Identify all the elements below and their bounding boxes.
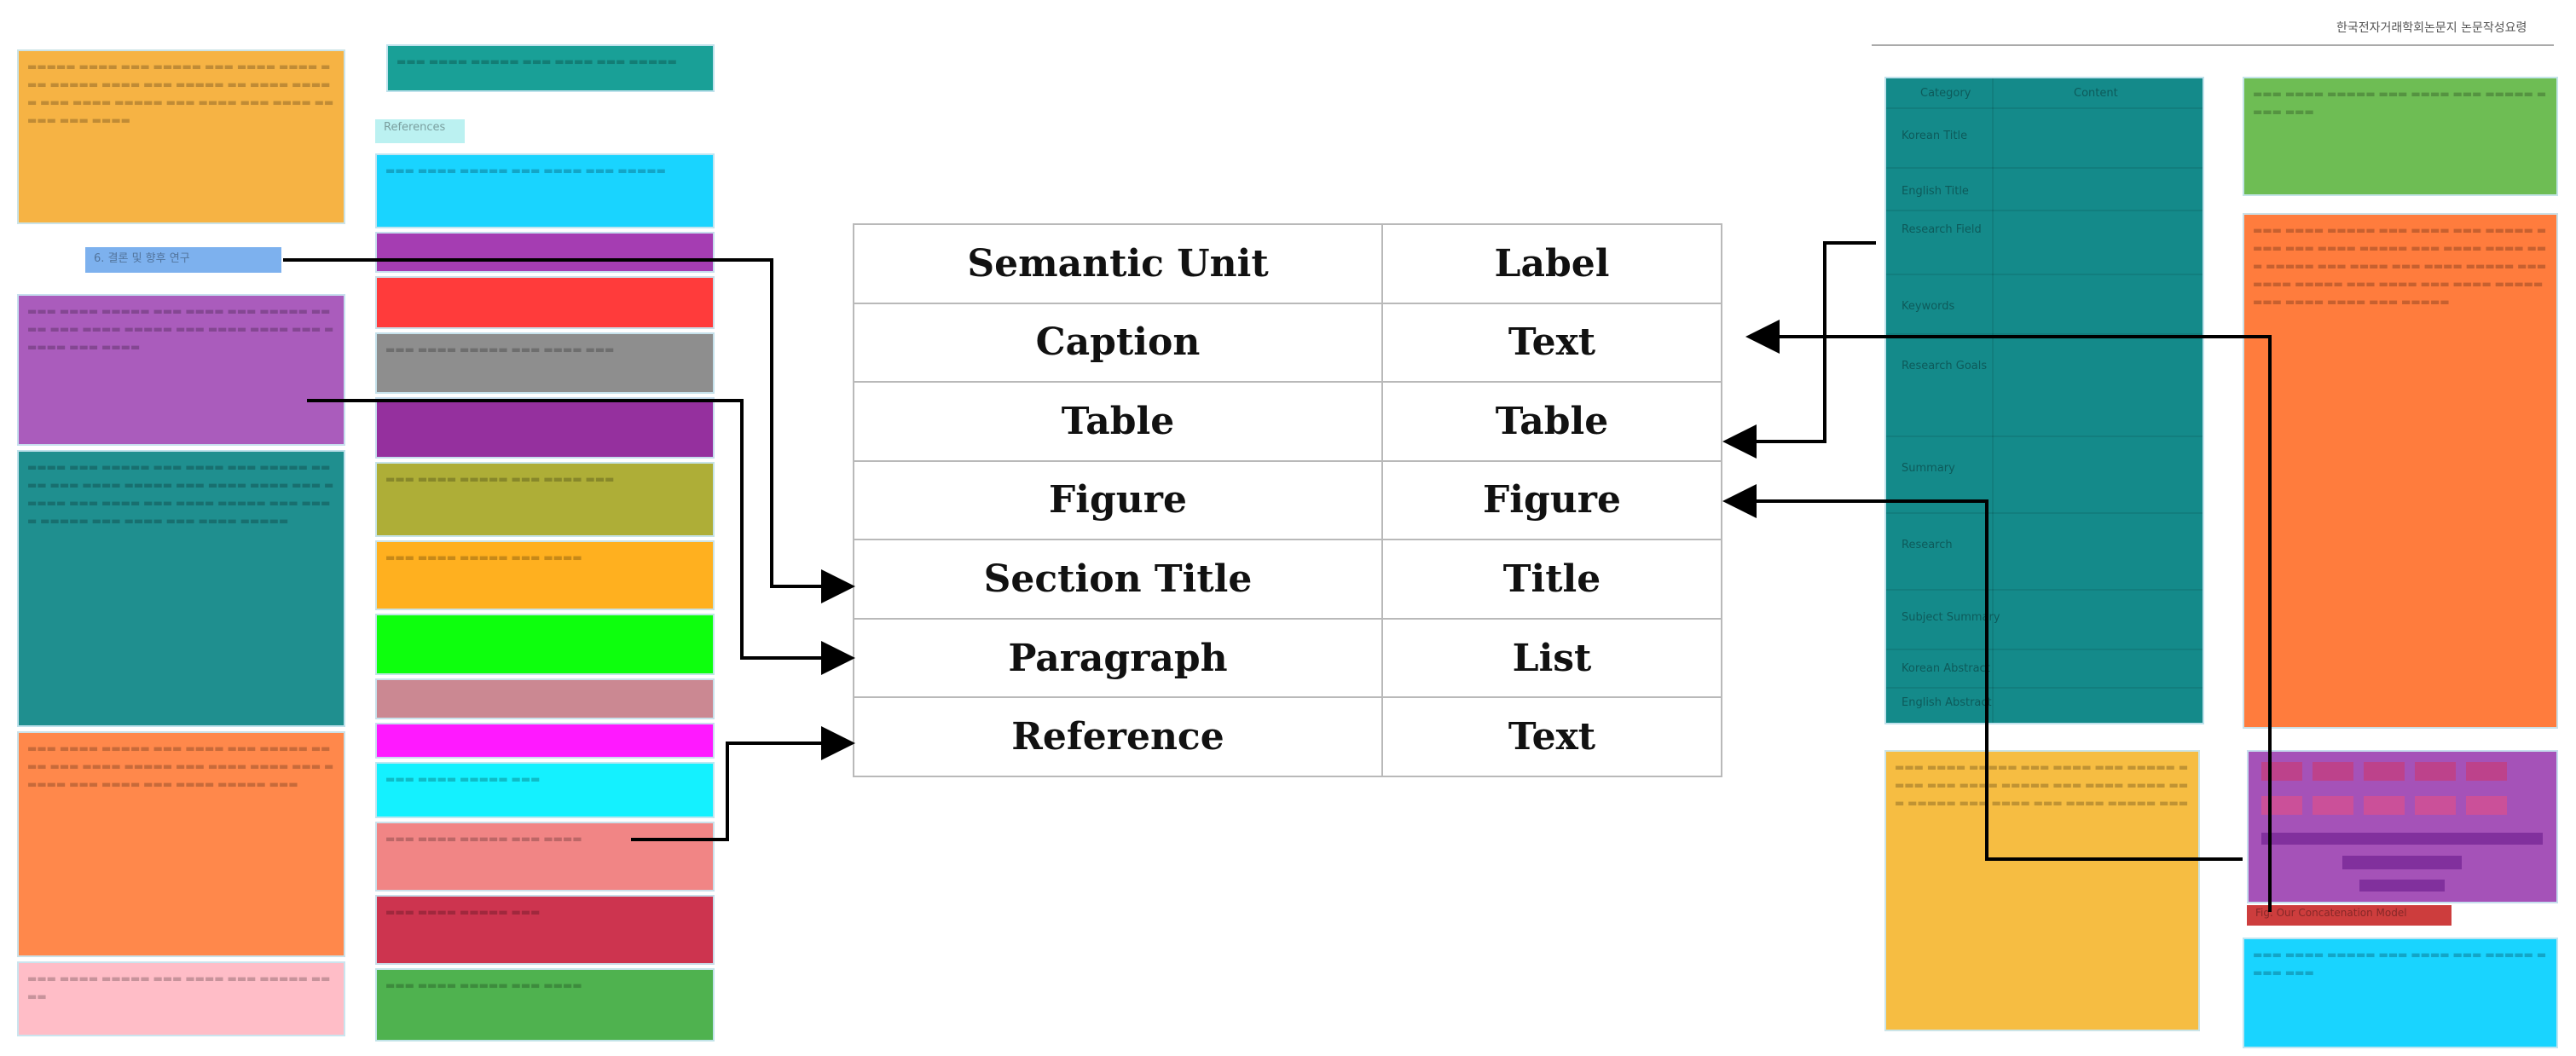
- reference-block: ▬▬▬ ▬▬▬▬ ▬▬▬▬▬ ▬▬▬ ▬▬▬▬: [375, 822, 715, 892]
- row-label: Table: [1381, 381, 1722, 462]
- semantic-label-mapping-table: Semantic Unit Label Caption Text Table T…: [853, 223, 1722, 777]
- reference-block: [375, 397, 715, 459]
- references-heading: References: [375, 119, 465, 143]
- row-label: List: [1381, 617, 1722, 699]
- reference-block: [375, 232, 715, 273]
- header-label: Label: [1381, 223, 1722, 304]
- row-label: Text: [1381, 302, 1722, 384]
- section-title-block: 6. 결론 및 향후 연구: [85, 247, 281, 273]
- reference-block: [375, 723, 715, 759]
- figure-diagram: [2261, 762, 2543, 892]
- row-label: Title: [1381, 539, 1722, 620]
- embedded-table-rowhead: Korean Title: [1902, 130, 1968, 142]
- row-semantic-unit: Section Title: [853, 539, 1383, 620]
- arrow-reference: [631, 726, 855, 841]
- paragraph-block: ▬▬▬ ▬▬▬▬ ▬▬▬▬▬ ▬▬▬ ▬▬▬▬ ▬▬▬ ▬▬▬▬▬ ▬▬▬▬: [17, 961, 345, 1036]
- reference-block: [375, 678, 715, 719]
- row-label: Figure: [1381, 459, 1722, 541]
- arrow-section-title: [283, 258, 855, 603]
- reference-block: ▬▬▬ ▬▬▬▬ ▬▬▬▬▬ ▬▬▬: [375, 895, 715, 965]
- paragraph-block: ▬▬▬▬ ▬▬▬ ▬▬▬▬▬ ▬▬▬ ▬▬▬▬ ▬▬▬ ▬▬▬▬▬ ▬▬▬▬ ▬…: [17, 450, 345, 727]
- arrow-figure: [1722, 484, 2243, 861]
- paragraph-block: ▬▬▬ ▬▬▬▬ ▬▬▬▬▬ ▬▬▬ ▬▬▬▬ ▬▬▬ ▬▬▬▬▬ ▬▬▬▬ ▬…: [2243, 77, 2558, 196]
- row-semantic-unit: Caption: [853, 302, 1383, 384]
- paragraph-block: ▬▬▬▬▬ ▬▬▬▬ ▬▬▬ ▬▬▬▬▬ ▬▬▬ ▬▬▬▬ ▬▬▬▬ ▬▬▬ ▬…: [17, 49, 345, 224]
- table-header-row: Semantic Unit Label: [853, 223, 1722, 304]
- table-row: Table Table: [853, 381, 1722, 462]
- paragraph-block: ▬▬▬ ▬▬▬▬ ▬▬▬▬▬ ▬▬▬ ▬▬▬▬ ▬▬▬ ▬▬▬▬▬ ▬▬▬▬ ▬…: [2243, 938, 2558, 1048]
- reference-block: ▬▬▬ ▬▬▬▬ ▬▬▬▬▬ ▬▬▬ ▬▬▬▬ ▬▬▬: [375, 332, 715, 394]
- table-row: Reference Text: [853, 696, 1722, 777]
- embedded-table-rowhead: English Abstract: [1902, 696, 1992, 709]
- journal-header: 한국전자거래학회논문지 논문작성요령: [2336, 21, 2527, 35]
- figure-block: [2247, 750, 2558, 903]
- reference-block: [375, 614, 715, 675]
- embedded-table-rowhead: Keywords: [1902, 300, 1955, 313]
- reference-block: ▬▬▬ ▬▬▬▬ ▬▬▬▬▬ ▬▬▬ ▬▬▬▬ ▬▬▬: [375, 462, 715, 537]
- embedded-table-rowhead: Research Field: [1902, 223, 1982, 236]
- reference-block: ▬▬▬ ▬▬▬▬ ▬▬▬▬▬ ▬▬▬: [375, 762, 715, 818]
- table-row: Caption Text: [853, 302, 1722, 384]
- paragraph-block: ▬▬▬ ▬▬▬▬ ▬▬▬▬▬ ▬▬▬ ▬▬▬▬ ▬▬▬ ▬▬▬▬▬: [386, 44, 715, 92]
- table-grid-lines: [1886, 78, 2203, 723]
- embedded-table-header: Category: [1920, 87, 1971, 100]
- embedded-table-block: Category Content Korean Title English Ti…: [1884, 77, 2204, 724]
- arrow-table: [1722, 241, 1876, 459]
- embedded-table-rowhead: Korean Abstract: [1902, 662, 1990, 675]
- embedded-table-rowhead: Summary: [1902, 462, 1955, 475]
- arrow-paragraph: [307, 399, 855, 675]
- row-semantic-unit: Table: [853, 381, 1383, 462]
- reference-block: ▬▬▬ ▬▬▬▬ ▬▬▬▬▬ ▬▬▬ ▬▬▬▬: [375, 968, 715, 1042]
- paragraph-block: ▬▬▬ ▬▬▬▬ ▬▬▬▬▬ ▬▬▬ ▬▬▬▬ ▬▬▬ ▬▬▬▬▬ ▬▬▬▬ ▬…: [17, 731, 345, 957]
- reference-block: [375, 276, 715, 329]
- row-semantic-unit: Reference: [853, 696, 1383, 777]
- row-label: Text: [1381, 696, 1722, 777]
- embedded-table-rowhead: Research: [1902, 539, 1953, 551]
- reference-block: ▬▬▬ ▬▬▬▬ ▬▬▬▬▬ ▬▬▬ ▬▬▬▬: [375, 540, 715, 610]
- table-row: Figure Figure: [853, 459, 1722, 541]
- paragraph-block: ▬▬▬ ▬▬▬▬ ▬▬▬▬▬ ▬▬▬ ▬▬▬▬ ▬▬▬ ▬▬▬▬▬ ▬▬▬▬ ▬…: [1884, 750, 2200, 1031]
- table-row: Paragraph List: [853, 617, 1722, 699]
- header-semantic-unit: Semantic Unit: [853, 223, 1383, 304]
- header-rule: [1872, 44, 2554, 46]
- paragraph-block: ▬▬▬ ▬▬▬▬ ▬▬▬▬▬ ▬▬▬ ▬▬▬▬ ▬▬▬ ▬▬▬▬▬ ▬▬▬▬ ▬…: [17, 294, 345, 446]
- row-semantic-unit: Paragraph: [853, 617, 1383, 699]
- reference-block: ▬▬▬ ▬▬▬▬ ▬▬▬▬▬ ▬▬▬ ▬▬▬▬ ▬▬▬ ▬▬▬▬▬: [375, 153, 715, 228]
- embedded-table-rowhead: Subject Summary: [1902, 611, 2000, 624]
- embedded-table-rowhead: English Title: [1902, 185, 1969, 198]
- row-semantic-unit: Figure: [853, 459, 1383, 541]
- arrow-caption: [1745, 320, 2272, 912]
- embedded-table-header: Content: [2074, 87, 2118, 100]
- figure-caption: Fig. Our Concatenation Model: [2247, 905, 2452, 926]
- embedded-table-rowhead: Research Goals: [1902, 360, 1988, 372]
- table-row: Section Title Title: [853, 539, 1722, 620]
- paragraph-block: ▬▬▬ ▬▬▬▬ ▬▬▬▬▬ ▬▬▬ ▬▬▬▬ ▬▬▬ ▬▬▬▬▬ ▬▬▬▬ ▬…: [2243, 213, 2558, 729]
